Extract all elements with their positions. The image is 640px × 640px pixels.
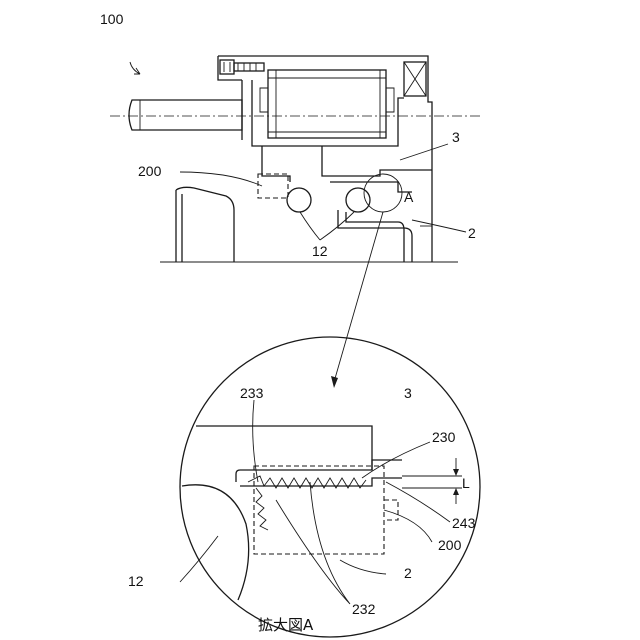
upper-assembly-view xyxy=(110,56,480,388)
output-shaft xyxy=(110,100,480,130)
label-230: 230 xyxy=(432,429,456,445)
bearing-box-icon xyxy=(404,62,426,96)
label-l: L xyxy=(462,475,470,491)
label-100: 100 xyxy=(100,11,124,27)
detail-view xyxy=(180,337,480,637)
label-12-detail: 12 xyxy=(128,573,144,589)
label-3-upper: 3 xyxy=(452,129,460,145)
label-243: 243 xyxy=(452,515,476,531)
caption-enlarged-view-a: 拡大図A xyxy=(258,616,314,634)
label-233: 233 xyxy=(240,385,264,401)
label-200-detail: 200 xyxy=(438,537,462,553)
label-2-upper: 2 xyxy=(468,225,476,241)
labels: 100 200 3 A 2 12 233 3 230 L 243 200 12 … xyxy=(100,11,476,634)
ball-right-icon xyxy=(346,188,370,212)
detail-circle-a xyxy=(364,174,402,212)
label-3-detail: 3 xyxy=(404,385,412,401)
label-200-upper: 200 xyxy=(138,163,162,179)
ball-left-icon xyxy=(287,188,311,212)
label-12-upper: 12 xyxy=(312,243,328,259)
screw-icon xyxy=(220,60,264,74)
detail-circle xyxy=(180,337,480,637)
label-a-marker: A xyxy=(404,189,414,205)
label-2-detail: 2 xyxy=(404,565,412,581)
motor-body xyxy=(242,70,404,146)
label-232: 232 xyxy=(352,601,376,617)
